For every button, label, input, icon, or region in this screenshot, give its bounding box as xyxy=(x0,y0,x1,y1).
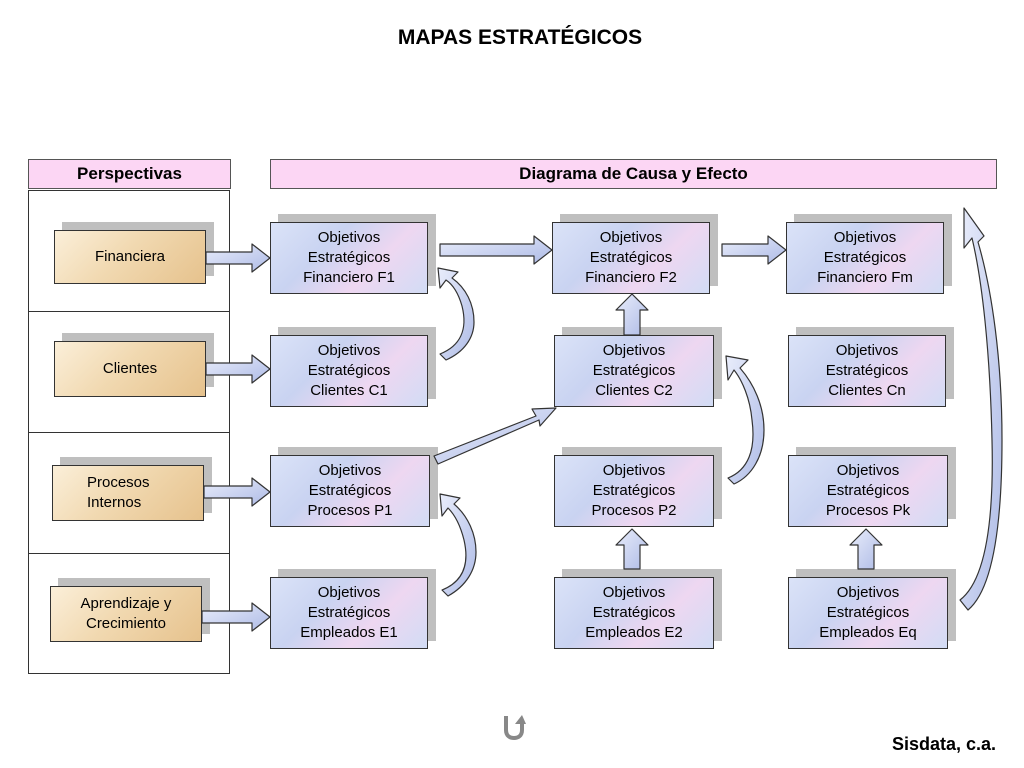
objective-p2: Objetivos Estratégicos Procesos P2 xyxy=(554,455,714,527)
perspective-label: Aprendizaje y xyxy=(80,594,172,612)
arrow-up xyxy=(615,528,649,570)
objective-cn: Objetivos Estratégicos Clientes Cn xyxy=(788,335,946,407)
objective-line: Estratégicos xyxy=(592,603,676,621)
objective-line: Objetivos xyxy=(317,228,381,246)
objective-line: Objetivos xyxy=(835,341,899,359)
objective-line: Estratégicos xyxy=(307,603,391,621)
objective-f2: Objetivos Estratégicos Financiero F2 xyxy=(552,222,710,294)
arrow-right xyxy=(205,243,271,273)
arrow-right xyxy=(203,477,271,507)
objective-line: Empleados E1 xyxy=(300,624,398,642)
perspective-clientes: Clientes xyxy=(54,341,206,397)
arrow-right xyxy=(439,235,553,265)
perspectives-header: Perspectivas xyxy=(28,159,231,189)
objective-e2: Objetivos Estratégicos Empleados E2 xyxy=(554,577,714,649)
objective-pk: Objetivos Estratégicos Procesos Pk xyxy=(788,455,948,527)
objective-line: Objetivos xyxy=(836,583,900,601)
arrow-up xyxy=(615,293,649,336)
objective-line: Objetivos xyxy=(602,583,666,601)
arrow-diagonal xyxy=(433,407,557,465)
objective-line: Clientes Cn xyxy=(828,382,906,400)
arrow-curved-up xyxy=(725,355,765,485)
objective-line: Objetivos xyxy=(602,341,666,359)
objective-line: Estratégicos xyxy=(589,248,673,266)
arrow-right xyxy=(721,235,787,265)
objective-line: Estratégicos xyxy=(823,248,907,266)
objective-line: Estratégicos xyxy=(307,361,391,379)
objective-line: Financiero F1 xyxy=(303,269,395,287)
objective-line: Estratégicos xyxy=(307,248,391,266)
objective-line: Objetivos xyxy=(317,341,381,359)
objective-p1: Objetivos Estratégicos Procesos P1 xyxy=(270,455,430,527)
perspective-label: Clientes xyxy=(102,359,158,377)
page-title: MAPAS ESTRATÉGICOS xyxy=(397,26,643,49)
arrow-curved-up xyxy=(439,493,477,597)
perspective-label: Internos xyxy=(87,494,142,511)
objective-line: Empleados E2 xyxy=(585,624,683,642)
objective-line: Estratégicos xyxy=(825,361,909,379)
company-footer: Sisdata, c.a. xyxy=(891,734,996,754)
objective-line: Objetivos xyxy=(317,583,381,601)
objective-line: Procesos P2 xyxy=(591,502,677,520)
objective-line: Objetivos xyxy=(599,228,663,246)
arrow-right xyxy=(201,602,271,632)
objective-f1: Objetivos Estratégicos Financiero F1 xyxy=(270,222,428,294)
objective-line: Procesos Pk xyxy=(825,502,911,520)
objective-line: Estratégicos xyxy=(826,603,910,621)
arrow-right xyxy=(205,354,271,384)
row-divider xyxy=(28,553,230,554)
objective-line: Financiero Fm xyxy=(817,269,913,287)
objective-c1: Objetivos Estratégicos Clientes C1 xyxy=(270,335,428,407)
perspective-procesos: Procesos Internos xyxy=(52,465,204,521)
objective-e1: Objetivos Estratégicos Empleados E1 xyxy=(270,577,428,649)
arrow-curved-up xyxy=(437,267,475,361)
objective-line: Estratégicos xyxy=(592,481,676,499)
perspective-label: Crecimiento xyxy=(85,615,167,632)
objective-c2: Objetivos Estratégicos Clientes C2 xyxy=(554,335,714,407)
objective-line: Estratégicos xyxy=(826,481,910,499)
row-divider xyxy=(28,432,230,433)
perspective-label: Procesos xyxy=(87,473,150,491)
objective-line: Procesos P1 xyxy=(307,502,393,520)
objective-line: Clientes C1 xyxy=(310,382,388,400)
objective-line: Objetivos xyxy=(836,461,900,479)
objective-fm: Objetivos Estratégicos Financiero Fm xyxy=(786,222,944,294)
perspective-label: Financiera xyxy=(94,247,166,265)
perspective-aprendizaje: Aprendizaje y Crecimiento xyxy=(50,586,202,642)
objective-line: Estratégicos xyxy=(308,481,392,499)
perspective-financiera: Financiera xyxy=(54,230,206,284)
objective-line: Objetivos xyxy=(318,461,382,479)
objective-line: Financiero F2 xyxy=(585,269,677,287)
objective-eq: Objetivos Estratégicos Empleados Eq xyxy=(788,577,948,649)
objective-line: Estratégicos xyxy=(592,361,676,379)
objective-line: Clientes C2 xyxy=(595,382,673,400)
diagram-header: Diagrama de Causa y Efecto xyxy=(270,159,997,189)
objective-line: Objetivos xyxy=(833,228,897,246)
objective-line: Objetivos xyxy=(602,461,666,479)
return-arrow-icon[interactable] xyxy=(500,712,526,742)
arrow-curved-up xyxy=(959,207,1003,611)
arrow-up xyxy=(849,528,883,570)
row-divider xyxy=(28,311,230,312)
objective-line: Empleados Eq xyxy=(819,624,917,642)
